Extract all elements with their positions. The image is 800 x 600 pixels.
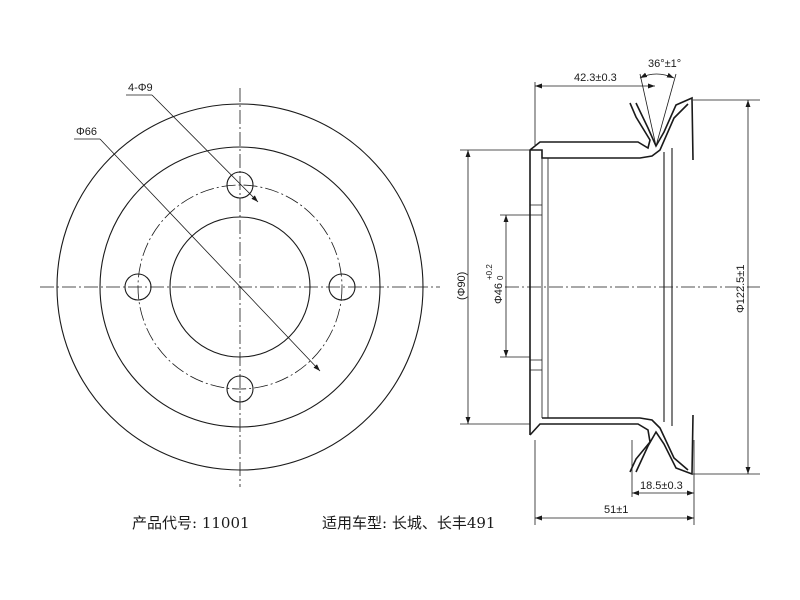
- ref-dia: (Φ90): [456, 272, 468, 300]
- groove-angle: 36°±1°: [648, 58, 681, 70]
- depth-dim: 42.3±0.3: [574, 72, 617, 84]
- groove-top: [635, 96, 694, 161]
- center-bore-circle: [169, 216, 311, 358]
- pcd-callout-leader: [99, 138, 321, 372]
- bolt-hole: [226, 171, 254, 199]
- angle-leg: [639, 73, 657, 147]
- overall-width: 51±1: [604, 504, 628, 516]
- product-code: 产品代号: 11001: [132, 514, 250, 532]
- bolt-holes: [124, 171, 356, 403]
- bore-recess-lines: [530, 204, 542, 371]
- bolt-pitch-circle: [137, 184, 343, 390]
- bore-tol-upper: +0.2: [485, 264, 494, 280]
- groove-width: 18.5±0.3: [640, 480, 683, 492]
- bolt-hole: [124, 273, 152, 301]
- groove-bottom: [635, 414, 694, 476]
- front-view: 4-Φ9 Φ66: [40, 82, 440, 487]
- side-view: 42.3±0.3 36°±1° (Φ90) Φ46 +0.2 0 Φ122.5±…: [456, 58, 760, 525]
- section-profile-top: [529, 102, 689, 435]
- hole-callout-leader: [151, 94, 259, 203]
- application: 适用车型: 长城、长丰491: [322, 514, 496, 532]
- outer-dia: Φ122.5±1: [735, 265, 747, 313]
- pcd-callout: Φ66: [76, 126, 97, 138]
- angle-arc: [639, 72, 675, 79]
- flange-circle: [99, 146, 381, 428]
- hub-wall: [541, 158, 549, 418]
- angle-leg: [655, 73, 677, 147]
- bore-tol-lower: 0: [496, 275, 505, 280]
- bolt-hole: [226, 375, 254, 403]
- section-profile-bottom: [529, 417, 689, 473]
- pulley-outer-circle: [56, 103, 424, 471]
- bore-dia: Φ46: [493, 283, 505, 304]
- hole-callout: 4-Φ9: [128, 82, 153, 94]
- bolt-hole: [328, 273, 356, 301]
